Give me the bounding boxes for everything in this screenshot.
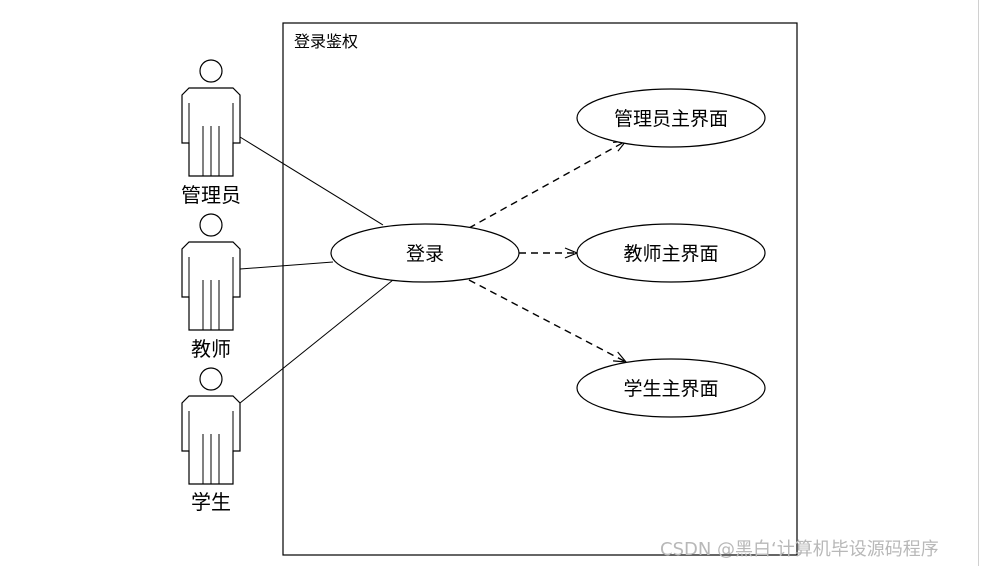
actor-figure-icon <box>181 213 241 331</box>
system-boundary-label: 登录鉴权 <box>294 32 358 51</box>
system-boundary-rect <box>282 22 798 556</box>
associations <box>239 136 394 404</box>
use-case-student-main-ellipse <box>576 358 766 418</box>
actor-admin-label: 管理员 <box>181 183 241 207</box>
use-case-admin-main: 管理员主界面 <box>576 88 766 148</box>
actor-figure-icon <box>181 367 241 485</box>
use-case-admin-main-label: 管理员主界面 <box>614 108 728 130</box>
use-case-student-main-label: 学生主界面 <box>623 378 718 400</box>
dependency-login-admin-main <box>468 141 626 229</box>
dependency-login-student-main <box>468 279 626 362</box>
actor-student-label: 学生 <box>191 490 231 514</box>
use-case-teacher-main-ellipse <box>576 223 766 283</box>
csdn-watermark: CSDN @黑白‘计算机毕设源码程序 <box>660 539 939 560</box>
use-case-login-ellipse <box>330 223 520 283</box>
association-teacher-login <box>239 261 334 270</box>
use-case-teacher-main: 教师主界面 <box>576 223 766 283</box>
use-case-login-label: 登录 <box>406 243 444 265</box>
use-case-admin-main-ellipse <box>576 88 766 148</box>
actor-teacher-label: 教师 <box>191 337 231 361</box>
page-edge-divider <box>978 0 979 566</box>
use-case-login: 登录 <box>330 223 520 283</box>
actor-admin: 管理员 <box>181 59 241 207</box>
association-student-login <box>239 279 394 404</box>
actor-teacher: 教师 <box>181 213 241 361</box>
system-boundary: 登录鉴权 <box>282 22 798 556</box>
actor-figure-icon <box>181 59 241 177</box>
dependencies <box>468 141 626 362</box>
actor-student: 学生 <box>181 367 241 514</box>
use-case-teacher-main-label: 教师主界面 <box>623 243 718 265</box>
association-admin-login <box>239 136 384 226</box>
use-case-student-main: 学生主界面 <box>576 358 766 418</box>
